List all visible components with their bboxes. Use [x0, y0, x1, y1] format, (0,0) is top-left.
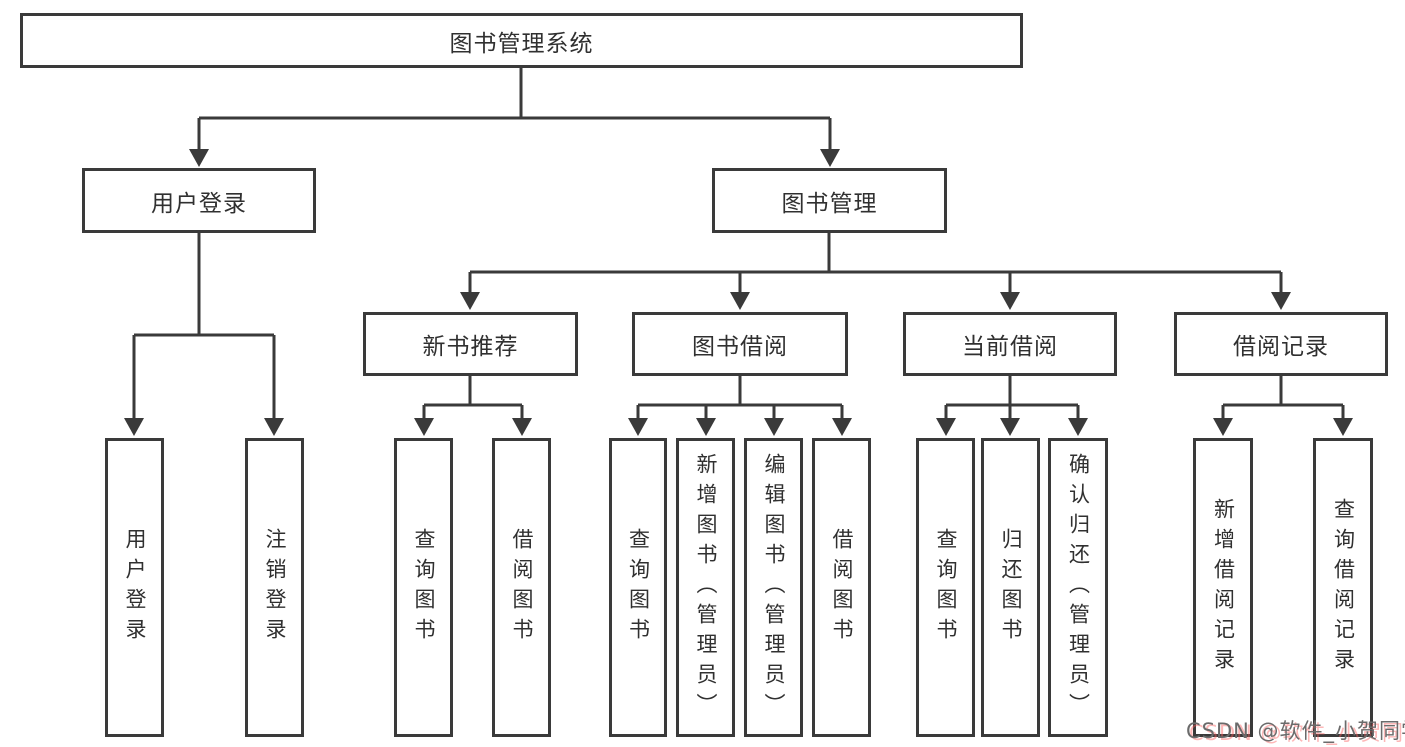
- leaf-confirm-return-admin-label: 确认归还（管理员）: [1066, 452, 1091, 723]
- leaf-query-books-borrow: 查询图书: [609, 438, 667, 737]
- leaf-edit-books-admin: 编辑图书（管理员）: [744, 438, 803, 737]
- connectors-user-login: [124, 233, 284, 436]
- leaf-add-borrow-record: 新增借阅记录: [1193, 438, 1253, 737]
- node-book-management: 图书管理: [712, 168, 947, 233]
- node-current-borrow: 当前借阅: [903, 312, 1117, 376]
- leaf-query-books-current-label: 查询图书: [934, 527, 958, 648]
- leaf-query-books-current: 查询图书: [916, 438, 975, 737]
- leaf-add-borrow-record-label: 新增借阅记录: [1211, 497, 1236, 678]
- connectors-new-book-recommend: [414, 376, 532, 436]
- csdn-watermark: CSDN @软件_小贺同学: [1186, 719, 1405, 743]
- leaf-borrow-books-recommend-label: 借阅图书: [510, 527, 534, 648]
- node-root: 图书管理系统: [20, 13, 1023, 68]
- leaf-borrow-books-recommend: 借阅图书: [492, 438, 551, 737]
- leaf-return-books: 归还图书: [981, 438, 1040, 737]
- node-new-book-recommend: 新书推荐: [363, 312, 578, 376]
- node-user-login-label: 用户登录: [151, 190, 247, 217]
- node-book-borrow-label: 图书借阅: [692, 334, 788, 360]
- node-borrow-records-label: 借阅记录: [1233, 334, 1329, 360]
- leaf-borrow-books: 借阅图书: [812, 438, 871, 737]
- connectors-root: [189, 68, 840, 167]
- leaf-query-books-recommend: 查询图书: [394, 438, 453, 737]
- node-user-login: 用户登录: [82, 168, 316, 233]
- leaf-query-borrow-record-label: 查询借阅记录: [1331, 497, 1356, 678]
- node-root-label: 图书管理系统: [449, 30, 594, 57]
- leaf-confirm-return-admin: 确认归还（管理员）: [1048, 438, 1108, 737]
- leaf-return-books-label: 归还图书: [999, 527, 1023, 648]
- connectors-current-borrow: [936, 376, 1088, 436]
- leaf-query-books-borrow-label: 查询图书: [626, 527, 651, 648]
- node-book-borrow: 图书借阅: [632, 312, 848, 376]
- leaf-logout: 注销登录: [245, 438, 304, 737]
- leaf-user-login: 用户登录: [105, 438, 164, 737]
- node-borrow-records: 借阅记录: [1174, 312, 1388, 376]
- leaf-query-books-recommend-label: 查询图书: [412, 527, 436, 648]
- connectors-borrow-records: [1213, 376, 1353, 436]
- node-new-book-recommend-label: 新书推荐: [422, 334, 519, 360]
- node-current-borrow-label: 当前借阅: [962, 334, 1058, 360]
- node-book-management-label: 图书管理: [781, 190, 878, 217]
- leaf-borrow-books-label: 借阅图书: [830, 527, 854, 648]
- leaf-edit-books-admin-label: 编辑图书（管理员）: [762, 452, 786, 723]
- connectors-book-management: [460, 233, 1291, 310]
- leaf-user-login-label: 用户登录: [123, 527, 147, 648]
- leaf-add-books-admin-label: 新增图书（管理员）: [694, 452, 718, 723]
- leaf-add-books-admin: 新增图书（管理员）: [676, 438, 735, 737]
- connectors-book-borrow: [628, 376, 852, 436]
- leaf-logout-label: 注销登录: [263, 527, 287, 648]
- leaf-query-borrow-record: 查询借阅记录: [1313, 438, 1373, 737]
